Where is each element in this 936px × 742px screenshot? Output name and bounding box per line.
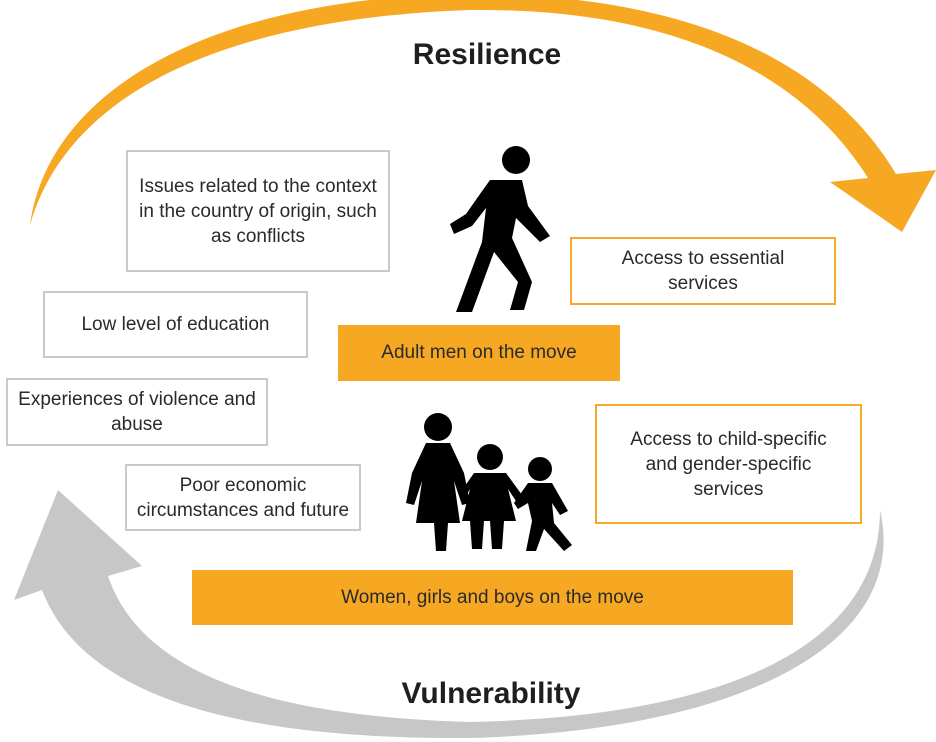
group-label-women-children: Women, girls and boys on the move [341, 586, 644, 608]
factor-box-child-gender-services: Access to child-specific and gender-spec… [595, 404, 862, 524]
factor-text-violence: Experiences of violence and abuse [18, 389, 256, 435]
factor-text-education: Low level of education [81, 314, 270, 335]
factor-text-essential-services: Access to essential services [621, 248, 785, 294]
factor-box-essential-services: Access to essential services [570, 237, 836, 305]
walking-man-icon [450, 146, 550, 312]
vulnerability-title: Vulnerability [401, 677, 581, 710]
resilience-title: Resilience [412, 38, 562, 71]
factor-box-economic: Poor economic circumstances and future [125, 464, 361, 531]
group-bar-women-children: Women, girls and boys on the move [192, 570, 793, 625]
woman-and-children-icon [406, 413, 572, 551]
factor-text-child-gender-services: Access to child-specific and gender-spec… [630, 428, 827, 500]
factor-box-context: Issues related to the context in the cou… [126, 150, 390, 272]
factor-text-economic: Poor economic circumstances and future [136, 474, 350, 521]
factor-box-education: Low level of education [43, 291, 308, 358]
group-bar-adult-men: Adult men on the move [338, 325, 620, 381]
factor-box-violence: Experiences of violence and abuse [6, 378, 268, 446]
group-label-adult-men: Adult men on the move [381, 342, 577, 363]
factor-text-context: Issues related to the context in the cou… [139, 175, 377, 247]
